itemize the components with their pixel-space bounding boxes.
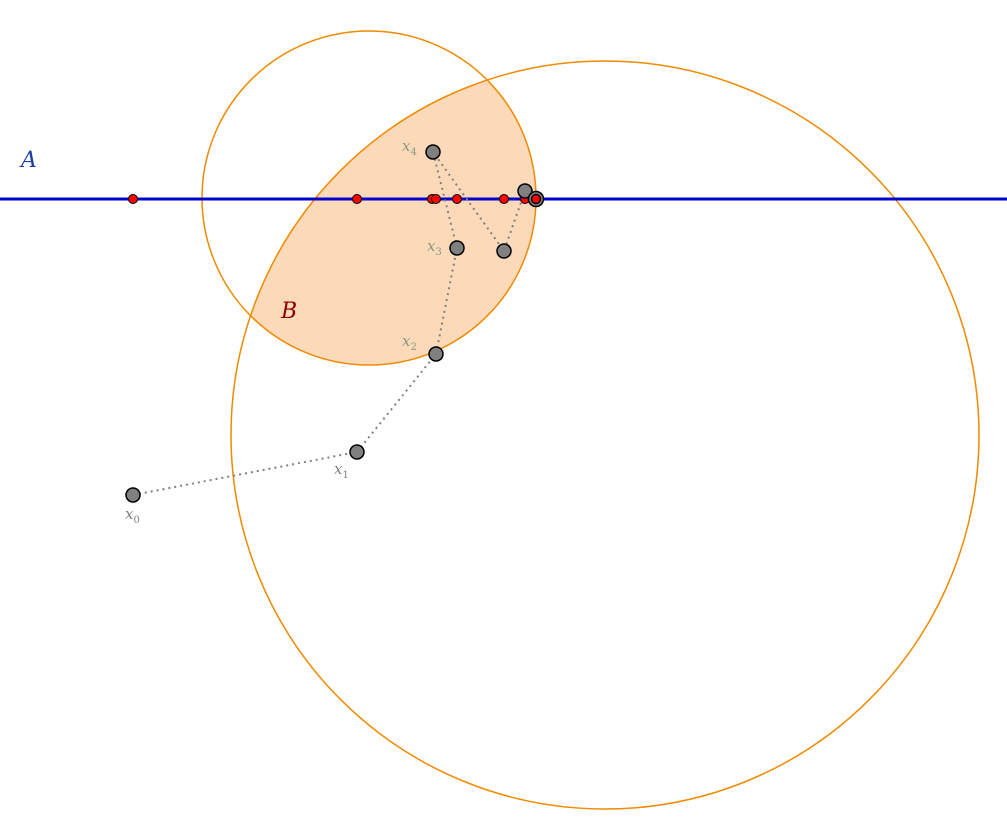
iterate-point-x1	[349, 444, 365, 460]
iterate-label-x4: x4	[402, 137, 417, 158]
iterate-point	[496, 243, 512, 259]
iterate-label-x2: x2	[402, 332, 417, 353]
iterate-label-x0: x0	[125, 505, 140, 526]
projection-point	[452, 194, 462, 204]
projection-point	[128, 194, 138, 204]
iterate-point-x0	[125, 487, 141, 503]
iterate-point	[517, 183, 533, 199]
iteration-trajectory	[132, 151, 537, 496]
projection-point	[431, 194, 441, 204]
region-b-label: B	[280, 299, 297, 324]
projection-point	[499, 194, 509, 204]
iterate-point-x3	[449, 240, 465, 256]
iterate-point-x4	[425, 144, 441, 160]
iterate-label-x3: x3	[427, 237, 442, 258]
iterate-points	[125, 144, 533, 503]
iterate-point-x2	[428, 346, 444, 362]
limit-point	[527, 190, 545, 208]
large-circle	[230, 60, 980, 810]
iterate-label-x1: x1	[334, 460, 349, 481]
line-a-label: A	[19, 148, 37, 173]
projection-point	[352, 194, 362, 204]
